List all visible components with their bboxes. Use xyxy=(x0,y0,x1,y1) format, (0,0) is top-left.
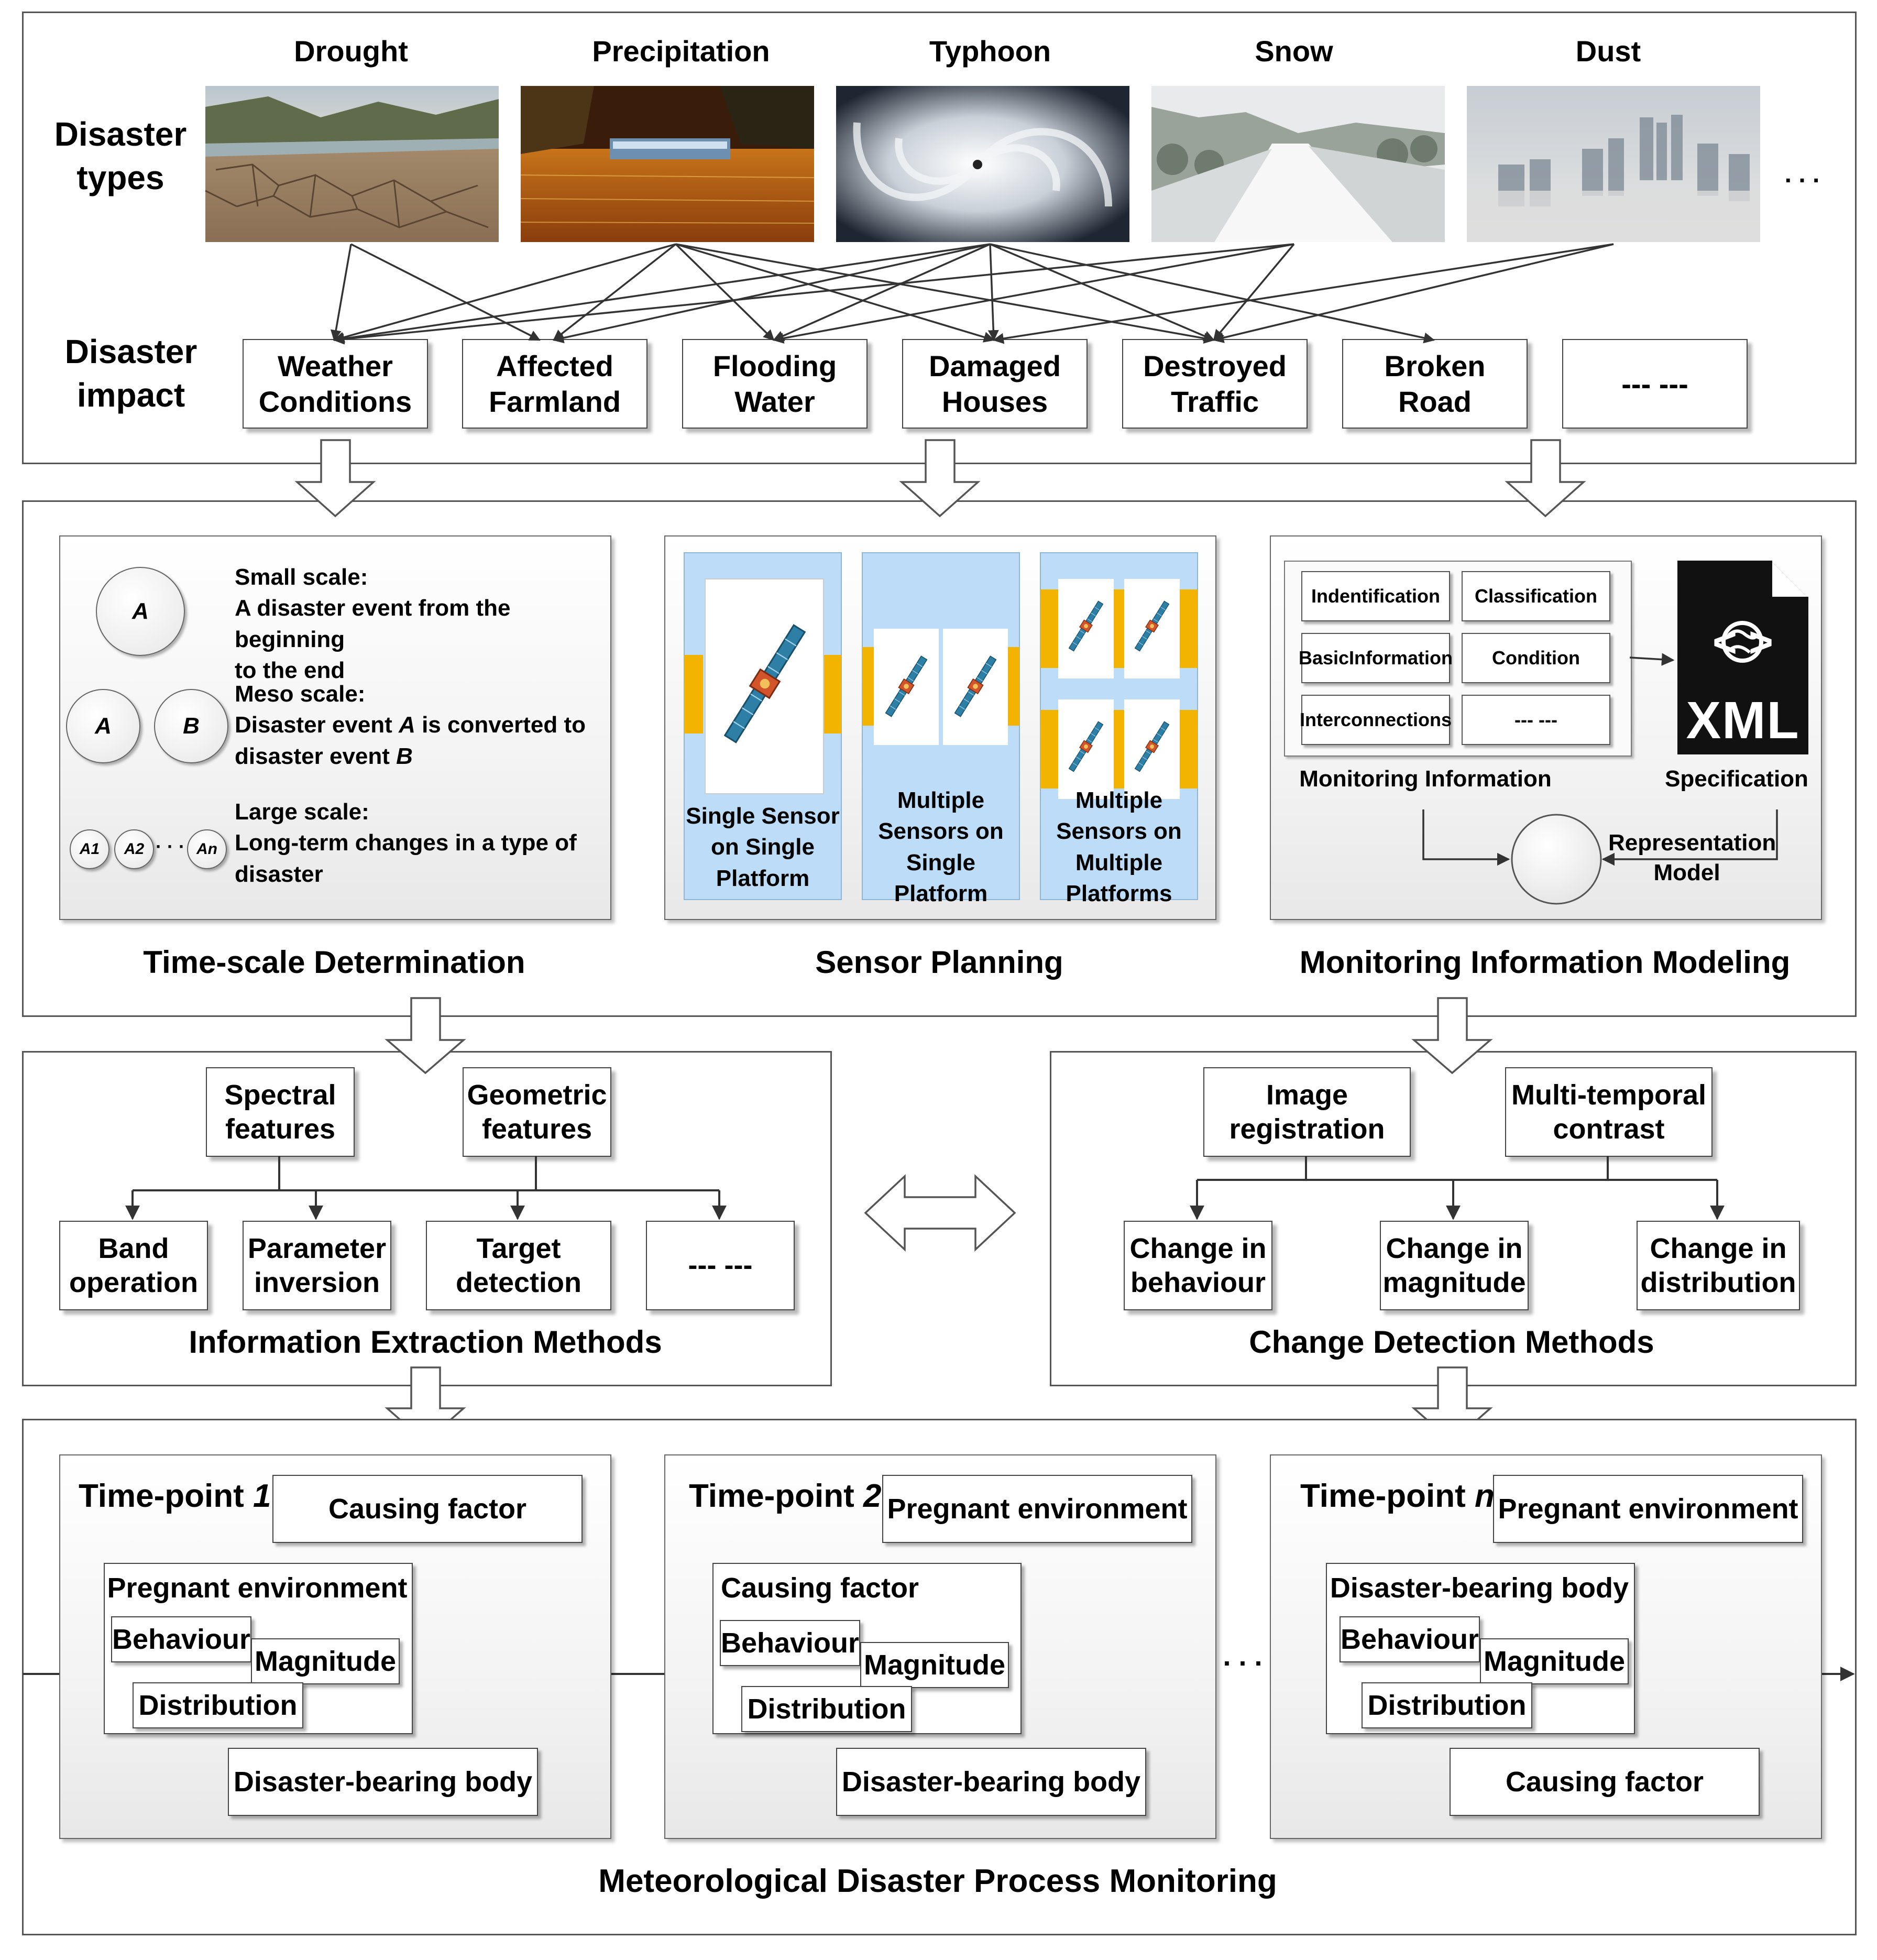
circle-a-small: A xyxy=(96,567,185,656)
type-label-snow: Snow xyxy=(1255,35,1333,68)
timepoint-2-label: Time-point 2 xyxy=(689,1478,882,1514)
extraction-title: Information Extraction Methods xyxy=(189,1324,662,1360)
extraction-panel xyxy=(22,1051,832,1386)
cell-basic-information: BasicInformation xyxy=(1299,633,1453,683)
cell-interconnections: Interconnections xyxy=(1300,695,1452,745)
timepoint-n-distribution: Distribution xyxy=(1362,1682,1532,1728)
circle-a1: A1 xyxy=(70,829,109,869)
disaster-impact-label: Disaster impact xyxy=(64,333,197,414)
cell-more: --- --- xyxy=(1462,695,1610,745)
xml-text: XML xyxy=(1686,691,1800,750)
timepoint-n-label: Time-point n xyxy=(1300,1478,1495,1514)
circle-an: An xyxy=(187,829,227,869)
change-detection-title: Change Detection Methods xyxy=(1249,1324,1654,1360)
timepoint-2-bottom: Disaster-bearing body xyxy=(836,1748,1146,1816)
circle-b-meso: B xyxy=(154,689,228,763)
timepoint-2-inner-title: Causing factor xyxy=(720,1572,919,1604)
process-title: Meteorological Disaster Process Monitori… xyxy=(598,1863,1277,1899)
timepoint-2-magnitude: Magnitude xyxy=(860,1642,1009,1688)
cell-classification: Classification xyxy=(1462,571,1610,621)
typhoon-photo xyxy=(836,86,1129,242)
large-scale-text: Large scale: Long-term changes in a type… xyxy=(235,799,577,887)
sensor-planning-title: Sensor Planning xyxy=(815,945,1063,980)
timeline-ellipsis: . . . xyxy=(1223,1640,1263,1672)
bidirectional-arrow xyxy=(864,1174,1016,1252)
representation-model-label: Representation Model xyxy=(1608,830,1776,886)
impact-more: --- --- xyxy=(1562,339,1748,429)
timepoint-1-top: Causing factor xyxy=(272,1475,583,1543)
timepoint-n-inner-title: Disaster-bearing body xyxy=(1330,1572,1629,1604)
timepoint-1-magnitude: Magnitude xyxy=(251,1638,400,1684)
timepoint-n-bottom: Causing factor xyxy=(1450,1748,1760,1816)
timepoint-1-behaviour: Behaviour xyxy=(111,1616,251,1662)
cell-indentification: Indentification xyxy=(1301,571,1450,621)
cell-condition: Condition xyxy=(1462,633,1610,683)
specification-label: Specification xyxy=(1665,766,1808,792)
extraction-more-box: --- --- xyxy=(646,1221,795,1310)
meso-scale-text: Meso scale: Disaster event A is converte… xyxy=(235,681,586,769)
timepoint-n-magnitude: Magnitude xyxy=(1480,1638,1629,1684)
drought-photo xyxy=(205,86,499,242)
timepoint-2-top: Pregnant environment xyxy=(882,1475,1192,1543)
timepoint-1-distribution: Distribution xyxy=(133,1682,303,1728)
timepoint-2-behaviour: Behaviour xyxy=(720,1620,860,1666)
dust-photo xyxy=(1467,86,1760,242)
type-more-ellipsis: . . . xyxy=(1784,160,1820,188)
disaster-types-label: Disaster types xyxy=(54,115,187,197)
timepoint-1-label: Time-point 1 xyxy=(79,1478,271,1514)
time-scale-title: Time-scale Determination xyxy=(143,945,525,980)
type-label-precipitation: Precipitation xyxy=(592,35,770,68)
monitoring-modeling-title: Monitoring Information Modeling xyxy=(1299,945,1791,980)
timepoint-2-distribution: Distribution xyxy=(741,1686,912,1732)
circle-dots: · · · xyxy=(156,836,185,857)
snow-photo xyxy=(1151,86,1445,242)
precipitation-photo xyxy=(520,86,815,242)
timepoint-1-inner-title: Pregnant environment xyxy=(107,1572,408,1604)
type-label-dust: Dust xyxy=(1575,35,1641,68)
timepoint-n-behaviour: Behaviour xyxy=(1340,1616,1480,1662)
type-label-drought: Drought xyxy=(294,35,408,68)
timepoint-1-bottom: Disaster-bearing body xyxy=(228,1748,538,1816)
type-label-typhoon: Typhoon xyxy=(929,35,1051,68)
circle-a2: A2 xyxy=(114,829,154,869)
timepoint-n-top: Pregnant environment xyxy=(1493,1475,1803,1543)
monitoring-info-label: Monitoring Information xyxy=(1299,766,1552,792)
xml-brackets: < > xyxy=(1713,619,1773,665)
small-scale-text: Small scale: A disaster event from the b… xyxy=(235,564,511,684)
circle-a-meso: A xyxy=(66,689,140,763)
